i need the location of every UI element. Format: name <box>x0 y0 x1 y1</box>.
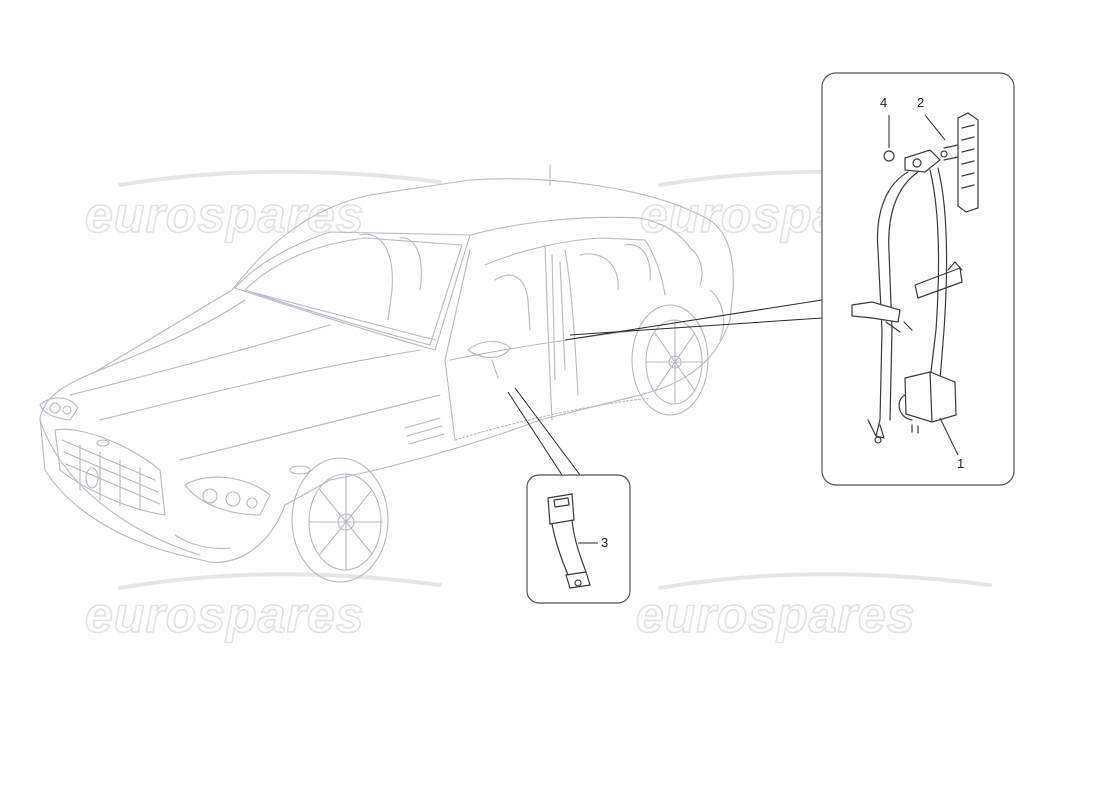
watermark-top-left: eurospares <box>84 169 442 244</box>
buckle-detail-box: 3 <box>526 474 631 604</box>
nut <box>883 150 895 162</box>
watermark-text: eurospares <box>85 587 365 643</box>
watermark-text: eurospares <box>85 187 365 243</box>
leader-lines <box>507 299 823 476</box>
callout-3: 3 <box>601 535 608 550</box>
callout-leader-1 <box>939 417 959 456</box>
watermark-bottom-left: eurospares <box>84 572 442 644</box>
seatbelt-detail-box: 4 2 1 <box>821 72 1015 486</box>
callout-2: 2 <box>917 95 924 110</box>
d-ring <box>904 149 941 173</box>
callout-4: 4 <box>880 95 887 110</box>
watermark-text: eurospares <box>636 587 916 643</box>
buckle-strap <box>551 523 569 576</box>
callout-leader-2 <box>924 114 946 141</box>
car-illustration <box>39 164 734 583</box>
callout-1: 1 <box>957 456 964 471</box>
detail-frame <box>821 72 1015 486</box>
belt-webbing <box>875 171 909 437</box>
watermark-bottom-right: eurospares <box>635 572 992 644</box>
